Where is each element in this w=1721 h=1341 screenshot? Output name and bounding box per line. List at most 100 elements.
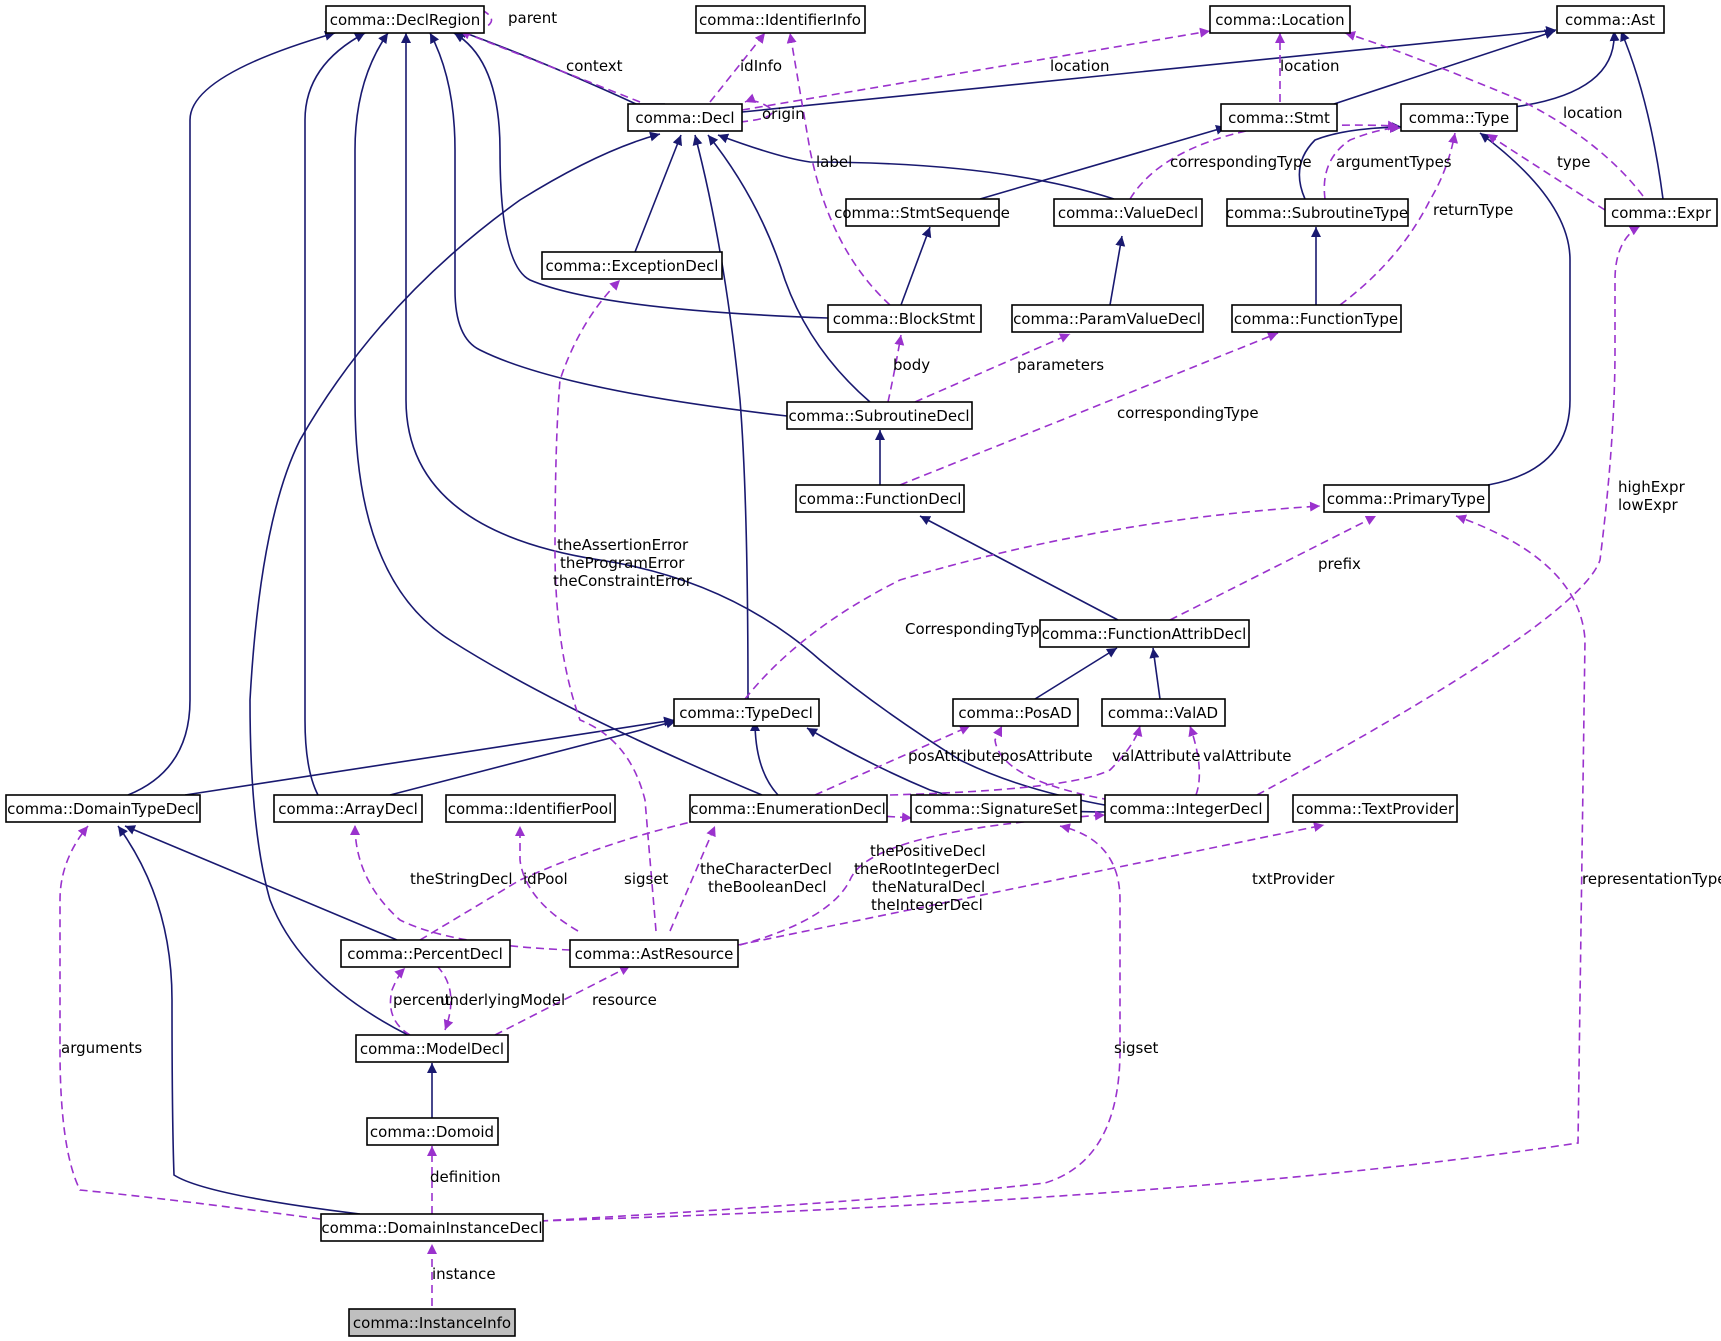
node-type[interactable]: comma::Type <box>1400 103 1518 132</box>
node-decl[interactable]: comma::Decl <box>627 103 743 132</box>
node-astresource[interactable]: comma::AstResource <box>569 939 739 968</box>
edge-returntype <box>1339 132 1459 306</box>
edge-parameters <box>914 333 1071 403</box>
edge-stmt-to-ast <box>1333 29 1556 105</box>
edge-valuedecl-to-decl <box>717 133 1115 200</box>
edge-label-location-stmt: location <box>1280 57 1340 75</box>
node-textprovider[interactable]: comma::TextProvider <box>1292 794 1458 823</box>
node-functionattribdecl[interactable]: comma::FunctionAttribDecl <box>1039 619 1250 648</box>
svg-text:comma::FunctionType: comma::FunctionType <box>1234 310 1398 328</box>
edge-label-type: type <box>1557 153 1591 171</box>
node-subroutinedecl[interactable]: comma::SubroutineDecl <box>786 401 973 430</box>
edge-context <box>459 30 641 103</box>
node-subroutinetype[interactable]: comma::SubroutineType <box>1226 198 1409 227</box>
node-typedecl[interactable]: comma::TypeDecl <box>673 698 820 727</box>
svg-text:comma::FunctionAttribDecl: comma::FunctionAttribDecl <box>1042 625 1247 643</box>
svg-text:comma::DomainInstanceDecl: comma::DomainInstanceDecl <box>321 1219 542 1237</box>
node-modeldecl[interactable]: comma::ModelDecl <box>355 1034 509 1063</box>
node-domoid[interactable]: comma::Domoid <box>366 1117 499 1146</box>
node-domaininstancedecl[interactable]: comma::DomainInstanceDecl <box>320 1213 544 1242</box>
node-identifierpool[interactable]: comma::IdentifierPool <box>445 794 616 823</box>
edge-label-returntype: returnType <box>1433 201 1513 219</box>
edge-label-valattribute-enum: valAttribute <box>1112 747 1200 765</box>
node-instanceinfo[interactable]: comma::InstanceInfo <box>348 1308 516 1337</box>
edge-subroutinedecl-to-declregion <box>429 32 788 417</box>
inheritance-edges <box>117 26 1664 1215</box>
edge-typedecl-to-decl <box>692 134 749 700</box>
node-declregion[interactable]: comma::DeclRegion <box>325 5 485 34</box>
edge-label-resource: resource <box>592 991 657 1009</box>
svg-text:comma::Ast: comma::Ast <box>1565 11 1655 29</box>
edge-arraydecl-to-typedecl <box>389 718 677 796</box>
edge-valad-to-functionattribdecl <box>1149 647 1161 700</box>
svg-text:comma::PercentDecl: comma::PercentDecl <box>347 945 503 963</box>
node-domaintypedecl[interactable]: comma::DomainTypeDecl <box>5 794 201 823</box>
node-expr[interactable]: comma::Expr <box>1604 198 1718 227</box>
node-location[interactable]: comma::Location <box>1209 5 1351 34</box>
node-paramvaluedecl[interactable]: comma::ParamValueDecl <box>1011 304 1204 333</box>
node-stmtsequence[interactable]: comma::StmtSequence <box>834 198 1010 227</box>
edge-label-representationtype: representationType <box>1582 870 1721 888</box>
edge-label-thepositivedecl: thePositiveDecl <box>870 842 986 860</box>
node-percentdecl[interactable]: comma::PercentDecl <box>340 939 511 968</box>
svg-text:comma::IntegerDecl: comma::IntegerDecl <box>1109 800 1262 818</box>
svg-text:comma::TextProvider: comma::TextProvider <box>1296 800 1455 818</box>
svg-text:comma::TypeDecl: comma::TypeDecl <box>679 704 813 722</box>
node-integerdecl[interactable]: comma::IntegerDecl <box>1104 794 1269 823</box>
edge-labels: parent context idInfo location location … <box>61 9 1721 1283</box>
edge-enumerationdecl-to-typedecl <box>750 720 779 796</box>
node-signatureset[interactable]: comma::SignatureSet <box>910 794 1082 823</box>
edge-body <box>887 334 905 403</box>
edge-label-highexpr: highExpr <box>1618 478 1686 496</box>
node-valuedecl[interactable]: comma::ValueDecl <box>1053 198 1203 227</box>
edge-posattribute-int <box>993 725 1111 801</box>
edge-label-idinfo: idInfo <box>740 57 782 75</box>
svg-text:comma::Type: comma::Type <box>1409 109 1509 127</box>
edge-location-expr <box>1344 31 1644 197</box>
node-valad[interactable]: comma::ValAD <box>1101 698 1226 727</box>
edge-posattribute-enum <box>814 725 971 796</box>
edge-subroutinetype-to-type <box>1298 122 1403 200</box>
edge-arguments <box>59 825 321 1220</box>
edge-arraydecl-to-declregion <box>304 32 366 796</box>
edge-stmtsequence-to-stmt <box>979 125 1227 200</box>
edge-label-txtprovider: txtProvider <box>1252 870 1335 888</box>
node-functiontype[interactable]: comma::FunctionType <box>1231 304 1402 333</box>
node-enumerationdecl[interactable]: comma::EnumerationDecl <box>689 794 888 823</box>
node-exceptiondecl[interactable]: comma::ExceptionDecl <box>541 251 723 280</box>
edge-decl-to-ast <box>741 26 1557 113</box>
edge-label-body: body <box>893 356 930 374</box>
edge-label-therootintegerdecl: theRootIntegerDecl <box>854 860 1000 878</box>
node-stmt[interactable]: comma::Stmt <box>1220 103 1338 132</box>
edge-functionattribdecl-to-functiondecl <box>919 515 1119 621</box>
edge-label-definition: definition <box>430 1168 501 1186</box>
edge-label-valattribute-int: valAttribute <box>1203 747 1291 765</box>
edge-posad-to-functionattribdecl <box>1034 647 1118 700</box>
node-arraydecl[interactable]: comma::ArrayDecl <box>273 794 423 823</box>
edge-paramvaluedecl-to-valuedecl <box>1109 235 1126 306</box>
edge-domaintypedecl-to-declregion <box>127 30 336 796</box>
edge-domaininstancedecl-to-domaintypedecl <box>117 825 361 1215</box>
edge-type-to-ast <box>1505 30 1620 109</box>
edge-label-sigset-instance: sigset <box>1114 1039 1159 1057</box>
node-identifierinfo[interactable]: comma::IdentifierInfo <box>695 5 866 34</box>
edge-correspondingtype-valuedecl <box>1129 120 1399 200</box>
edge-modeldecl-to-decl <box>249 131 661 1036</box>
edge-enumdecls <box>669 825 716 932</box>
edge-idinfo <box>709 32 766 103</box>
edge-blockstmt-to-stmtsequence <box>900 226 932 306</box>
svg-text:comma::BlockStmt: comma::BlockStmt <box>833 310 976 328</box>
node-ast[interactable]: comma::Ast <box>1556 5 1665 34</box>
node-functiondecl[interactable]: comma::FunctionDecl <box>795 484 965 513</box>
edge-label-parameters: parameters <box>1017 356 1104 374</box>
node-primarytype[interactable]: comma::PrimaryType <box>1323 484 1490 513</box>
edge-label-arguments: arguments <box>61 1039 142 1057</box>
svg-text:comma::DeclRegion: comma::DeclRegion <box>330 11 481 29</box>
usage-edges <box>59 9 1644 1306</box>
node-posad[interactable]: comma::PosAD <box>952 698 1079 727</box>
edge-enumerationdecl-to-declregion <box>354 32 763 796</box>
edge-origin <box>739 93 773 123</box>
edge-idpool <box>515 826 579 932</box>
edge-label-posattribute-int: posAttribute <box>1000 747 1093 765</box>
node-blockstmt[interactable]: comma::BlockStmt <box>827 304 982 333</box>
